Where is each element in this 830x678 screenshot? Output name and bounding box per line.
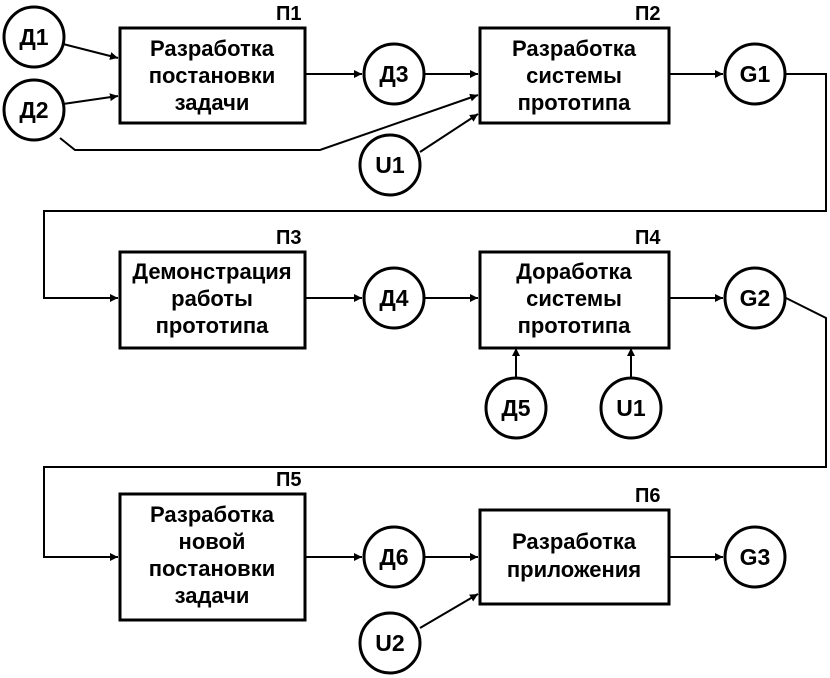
process-label-line: системы: [526, 286, 622, 311]
process-label-line: Разработка: [512, 36, 637, 61]
process-label-line: Доработка: [516, 259, 632, 284]
process-p6: П6 Разработка приложения: [478, 485, 671, 606]
process-id: П5: [276, 469, 302, 491]
process-label-line: прототипа: [518, 90, 632, 115]
process-label-line: Разработка: [150, 36, 275, 61]
process-id: П6: [635, 485, 661, 507]
node-d5: Д5: [484, 376, 548, 440]
node-label: G3: [740, 544, 771, 570]
node-u2: U2: [358, 611, 422, 675]
process-label-line: Разработка: [150, 502, 275, 527]
arrow-u2-p6: [419, 593, 479, 629]
process-label-line: задачи: [175, 583, 250, 608]
node-d2: Д2: [2, 78, 66, 142]
process-label-line: прототипа: [518, 313, 632, 338]
node-label: G1: [740, 61, 771, 87]
process-id: П3: [276, 227, 302, 249]
process-label-line: Демонстрация: [132, 259, 291, 284]
process-p1: П1 Разработка постановки задачи: [118, 3, 307, 125]
process-p3: П3 Демонстрация работы прототипа: [118, 227, 307, 350]
arrow-d2-p1: [62, 93, 119, 105]
process-label-line: новой: [179, 529, 246, 554]
process-label-line: задачи: [175, 90, 250, 115]
node-g1: G1: [723, 42, 787, 106]
process-id: П4: [635, 227, 661, 249]
process-label-line: Разработка: [512, 529, 637, 554]
node-d6: Д6: [362, 525, 426, 589]
process-label-line: системы: [526, 63, 622, 88]
node-label: Д4: [379, 285, 408, 311]
node-label: G2: [740, 285, 771, 311]
process-label-line: постановки: [149, 556, 275, 581]
process-p2: П2 Разработка системы прототипа: [478, 3, 671, 125]
process-id: П2: [635, 3, 661, 25]
node-d3: Д3: [362, 42, 426, 106]
node-g3: G3: [723, 525, 787, 589]
arrow-u1-p2: [419, 113, 479, 153]
node-label: U1: [616, 395, 646, 421]
arrow-g1-p3: [43, 73, 827, 302]
arrow-d1-p1: [62, 43, 119, 60]
node-g2: G2: [723, 266, 787, 330]
node-label: Д1: [19, 24, 48, 50]
process-p4: П4 Доработка системы прототипа: [478, 227, 671, 350]
node-label: Д5: [501, 395, 530, 421]
process-id: П1: [276, 3, 302, 25]
node-label: Д6: [379, 544, 408, 570]
process-label-line: работы: [171, 286, 253, 311]
node-label: Д3: [379, 61, 408, 87]
connectors: [43, 43, 827, 629]
node-label: Д2: [19, 97, 48, 123]
node-label: U2: [375, 630, 404, 656]
node-u1-top: U1: [358, 133, 422, 197]
node-u1-mid: U1: [599, 376, 663, 440]
node-d1: Д1: [2, 5, 66, 69]
node-label: U1: [375, 152, 405, 178]
process-label-line: приложения: [507, 557, 641, 582]
process-label-line: постановки: [149, 63, 275, 88]
arrow-g2-p5: [43, 297, 827, 561]
process-p5: П5 Разработка новой постановки задачи: [118, 469, 307, 622]
arrow-d2-p2: [59, 93, 479, 151]
node-d4: Д4: [362, 266, 426, 330]
process-label-line: прототипа: [156, 313, 270, 338]
